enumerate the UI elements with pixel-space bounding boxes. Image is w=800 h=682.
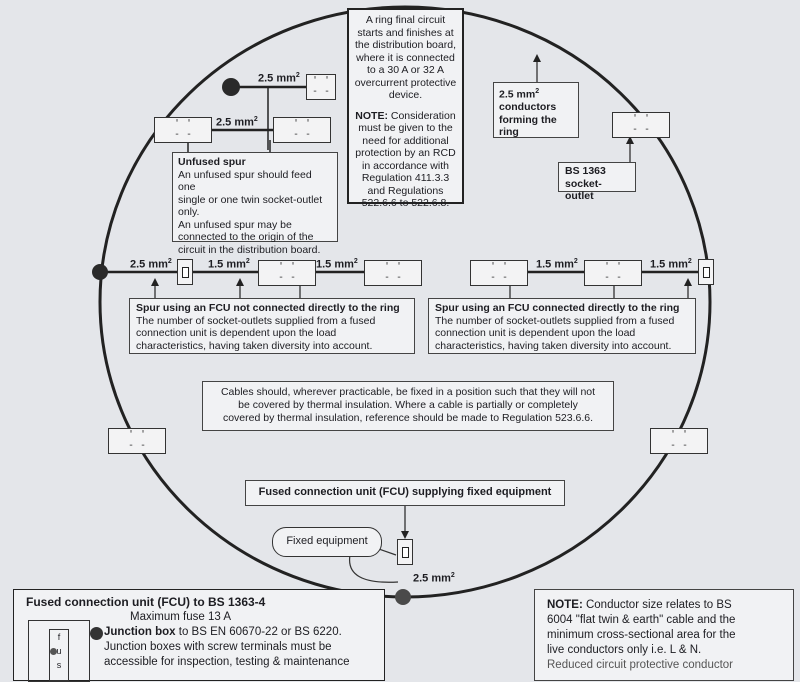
socket-outlet-spur: ' '- - — [364, 260, 422, 286]
junction-box-icon-bottom — [395, 589, 411, 605]
unfused-spur-note: Unfused spur An unfused spur should feed… — [172, 152, 338, 256]
thermal-insulation-note: Cables should, wherever practicable, be … — [202, 381, 614, 431]
fcu-junction-box-key: Fused connection unit (FCU) to BS 1363-4… — [13, 589, 385, 682]
fixed-equipment-label: Fixed equipment — [272, 527, 382, 557]
fcu-fixed-equipment — [397, 539, 413, 565]
size-label: 1.5 mm2 — [536, 258, 578, 271]
socket-outlet-bs1363: ' '- - — [612, 112, 670, 138]
ring-conductors-label: 2.5 mm2 conductors forming the ring — [493, 82, 579, 138]
bs1363-socket-label: BS 1363 socket-outlet — [558, 162, 636, 202]
fcu-right — [698, 259, 714, 285]
socket-outlet-twin: ' '- - — [273, 117, 331, 143]
size-label: 2.5 mm2 — [216, 116, 258, 129]
junction-box-icon — [90, 627, 103, 640]
fcu-left — [177, 259, 193, 285]
size-label: 2.5 mm2 — [130, 258, 172, 271]
size-label: 2.5 mm2 — [413, 572, 455, 585]
socket-outlet-spur: ' '- - — [584, 260, 642, 286]
size-label: 1.5 mm2 — [316, 258, 358, 271]
socket-outlet-ring-right: ' '- - — [650, 428, 708, 454]
junction-box-icon — [222, 78, 240, 96]
socket-outlet-single: ' '- - — [306, 74, 336, 100]
size-label: 2.5 mm2 — [258, 72, 300, 85]
fcu-fixed-equipment-label: Fused connection unit (FCU) supplying fi… — [245, 480, 565, 506]
socket-outlet-ring-left: ' '- - — [108, 428, 166, 454]
ring-final-circuit-note: A ring final circuit starts and finishes… — [347, 8, 464, 209]
junction-box-icon-left — [92, 264, 108, 280]
size-label: 1.5 mm2 — [208, 258, 250, 271]
fcu-spur-connected-note: Spur using an FCU connected directly to … — [428, 298, 696, 354]
conductor-size-note: NOTE: Conductor size relates to BS 6004 … — [534, 589, 794, 681]
size-label: 1.5 mm2 — [650, 258, 692, 271]
socket-outlet-spur: ' '- - — [470, 260, 528, 286]
socket-outlet-spur: ' '- - — [258, 260, 316, 286]
socket-outlet-twin: ' '- - — [154, 117, 212, 143]
fcu-spur-not-connected-note: Spur using an FCU not connected directly… — [129, 298, 415, 354]
